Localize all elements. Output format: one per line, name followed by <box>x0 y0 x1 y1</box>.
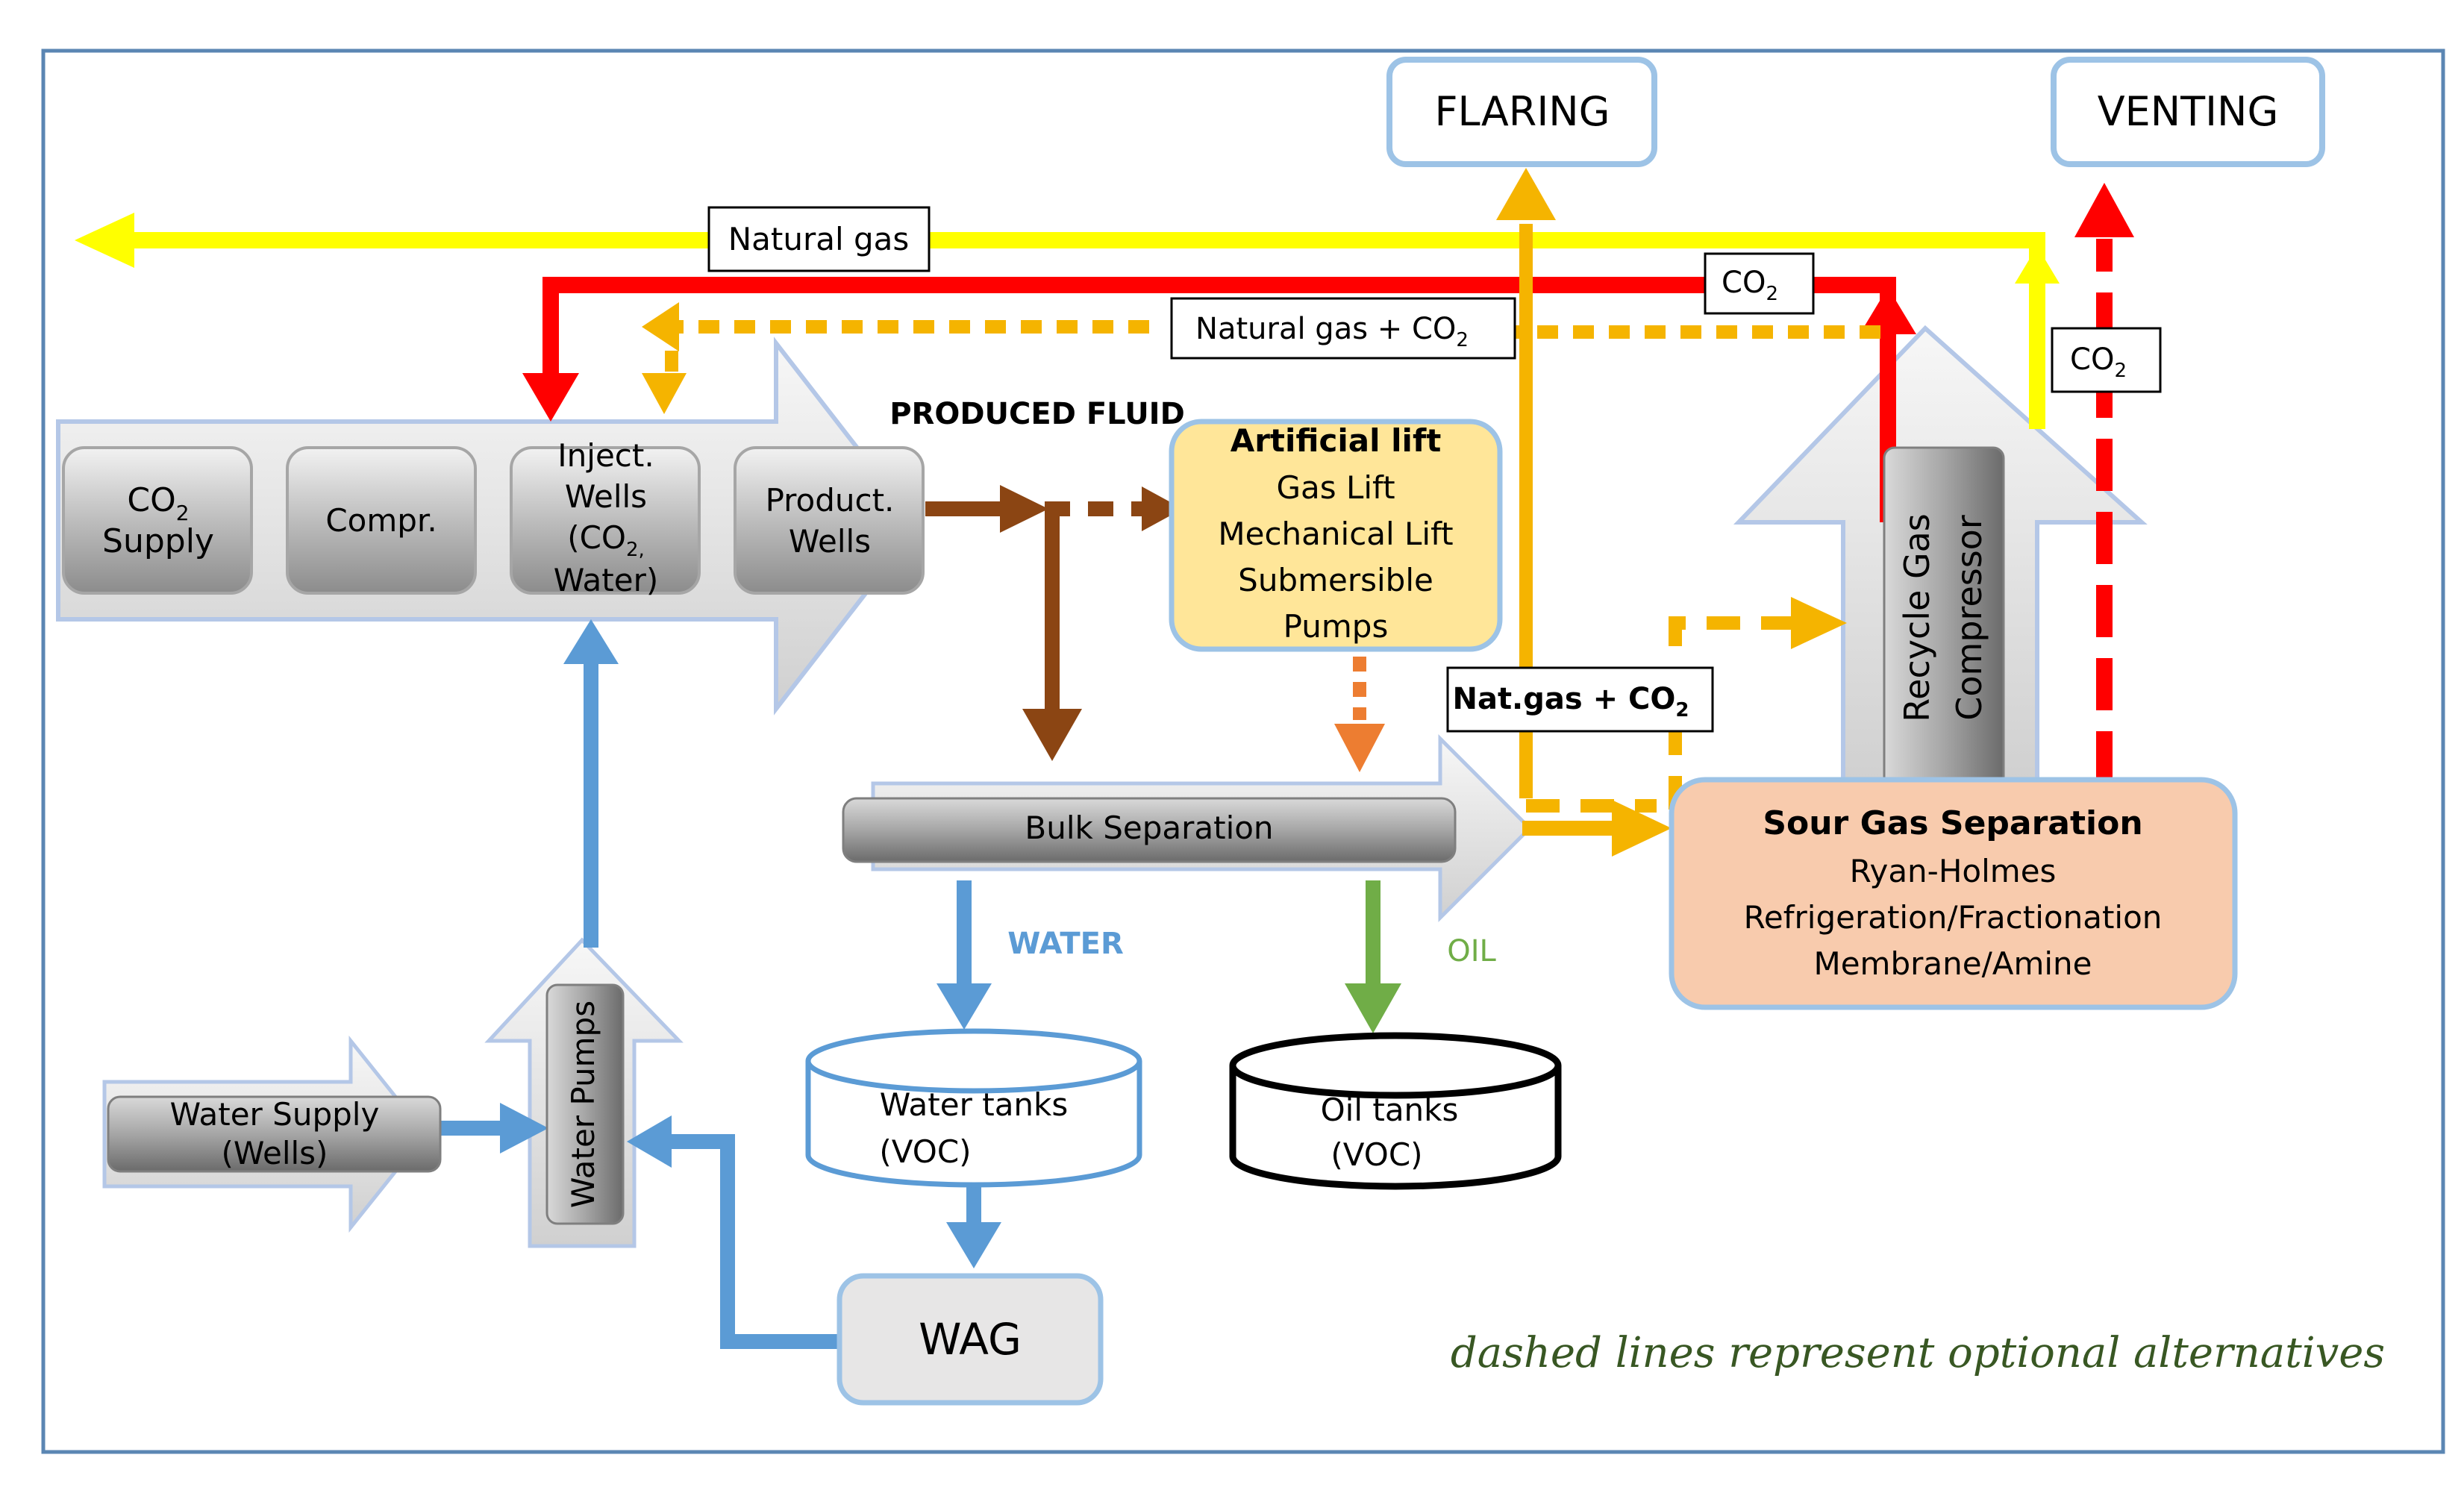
legend-note: dashed lines represent optional alternat… <box>1451 1329 2385 1377</box>
water-supply-label-1: Water Supply <box>170 1096 380 1133</box>
co2-supply-label-supply: Supply <box>102 522 214 560</box>
inject-label-3: (CO <box>567 519 626 556</box>
flaring-box: FLARING <box>1386 57 1657 167</box>
natural-gas-co2-label: Natural gas + CO <box>1195 312 1456 346</box>
venting-box: VENTING <box>2051 57 2325 167</box>
production-wells-box: Product. Wells <box>734 446 925 595</box>
water-tanks: Water tanks (VOC) <box>805 1028 1142 1188</box>
water-lines <box>440 619 1001 1349</box>
svg-text:Natural gas + CO2: Natural gas + CO2 <box>1195 312 1469 351</box>
nat-gas-co2-label: Nat.gas + CO <box>1452 682 1675 716</box>
co2-top-label-sub: 2 <box>1766 283 1778 305</box>
wag-label: WAG <box>919 1314 1022 1365</box>
co2-supply-box: CO2 Supply <box>62 446 253 595</box>
produced-fluid-label: PRODUCED FLUID <box>889 397 1185 431</box>
co2-supply-label-sub: 2 <box>176 501 190 525</box>
water-tanks-label-2: (VOC) <box>879 1133 971 1170</box>
inject-label-2: Wells <box>565 478 647 515</box>
flaring-label: FLARING <box>1434 88 1610 135</box>
artificial-lift-title: Artificial lift <box>1231 422 1442 459</box>
co2-vent-label: CO <box>2070 342 2114 377</box>
water-supply-bar: Water Supply (Wells) <box>107 1095 442 1173</box>
compressor-box: Compr. <box>286 446 477 595</box>
water-pumps-label: Water Pumps <box>565 1001 601 1208</box>
water-supply-label-2: (Wells) <box>222 1135 328 1171</box>
oil-tanks-label-1: Oil tanks <box>1321 1092 1459 1128</box>
oil-tanks: Oil tanks (VOC) <box>1229 1032 1562 1190</box>
co2-top-label-box: CO2 <box>1704 252 1815 315</box>
sour-gas-line-2: Refrigeration/Fractionation <box>1744 899 2163 936</box>
natural-gas-label-box: Natural gas <box>707 206 931 272</box>
bulk-separation-bar: Bulk Separation <box>842 797 1457 863</box>
sour-gas-title: Sour Gas Separation <box>1763 804 2142 842</box>
sour-gas-line-1: Ryan-Holmes <box>1850 853 2057 889</box>
natural-gas-label: Natural gas <box>728 221 910 257</box>
venting-label: VENTING <box>2098 88 2279 135</box>
nat-gas-co2-label-box: Nat.gas + CO2 <box>1446 666 1714 733</box>
natural-gas-co2-label-sub: 2 <box>1456 329 1469 351</box>
product-label-2: Wells <box>789 523 871 560</box>
wells-flow-arrow <box>56 337 921 716</box>
compressor-label: Compr. <box>325 502 437 539</box>
produced-fluid-line <box>925 485 1183 761</box>
artificial-lift-line-4: Pumps <box>1283 608 1389 645</box>
gas-to-recycle-optional-line <box>1522 597 1847 813</box>
water-pumps-bar: Water Pumps <box>545 983 625 1225</box>
nat-gas-co2-label-sub: 2 <box>1675 699 1689 722</box>
svg-text:Nat.gas + CO2: Nat.gas + CO2 <box>1452 682 1689 722</box>
sour-gas-line-3: Membrane/Amine <box>1813 945 2092 982</box>
natural-gas-co2-label-box: Natural gas + CO2 <box>1170 297 1516 360</box>
inject-label-sub: 2, <box>626 539 645 561</box>
recycle-gas-compressor: Recycle Gas Compressor <box>1883 446 2005 789</box>
lift-to-bulk-optional-line <box>1334 657 1385 772</box>
oil-line <box>1345 880 1401 1033</box>
bulk-separation-label: Bulk Separation <box>1025 810 1273 846</box>
co2-recycle-line <box>522 277 1916 522</box>
co2-vent-label-box: CO2 <box>2051 327 2162 393</box>
co2-vent-label-sub: 2 <box>2114 360 2127 382</box>
svg-text:CO2: CO2 <box>2070 342 2127 382</box>
artificial-lift-line-1: Gas Lift <box>1276 469 1395 506</box>
recycle-label-1: Recycle Gas <box>1897 513 1937 722</box>
svg-text:CO2: CO2 <box>127 481 189 525</box>
water-tanks-label-1: Water tanks <box>880 1086 1069 1123</box>
wag-box: WAG <box>837 1273 1104 1406</box>
artificial-lift-line-2: Mechanical Lift <box>1218 516 1453 552</box>
inject-label-1: Inject. <box>557 437 654 474</box>
diagram-frame <box>41 48 2445 1454</box>
inject-label-4: Water) <box>554 562 659 598</box>
oil-flow-label: OIL <box>1447 934 1496 968</box>
oil-tanks-label-2: (VOC) <box>1331 1136 1422 1173</box>
co2-supply-label-co: CO <box>127 481 175 519</box>
product-label-1: Product. <box>766 482 895 519</box>
svg-text:(CO2,: (CO2, <box>567 519 645 561</box>
artificial-lift-box: Artificial lift Gas Lift Mechanical Lift… <box>1169 419 1503 652</box>
svg-text:CO2: CO2 <box>1722 266 1778 305</box>
injection-wells-box: Inject. Wells (CO2, Water) <box>510 437 701 598</box>
co2-top-label: CO <box>1722 266 1766 300</box>
sour-gas-separation-box: Sour Gas Separation Ryan-Holmes Refriger… <box>1669 777 2238 1010</box>
artificial-lift-line-3: Submersible <box>1238 562 1433 598</box>
gas-to-sour-separation-line <box>1522 800 1672 857</box>
water-flow-label: WATER <box>1007 927 1124 961</box>
recycle-label-2: Compressor <box>1949 515 1989 721</box>
